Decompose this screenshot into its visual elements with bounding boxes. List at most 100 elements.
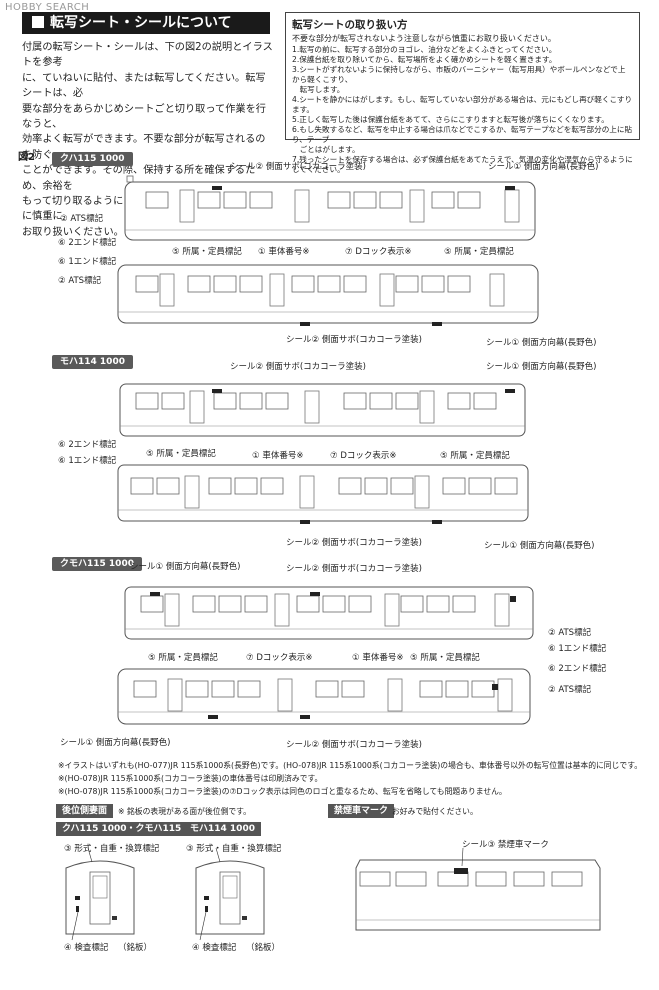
care-intro: 不要な部分が転写されないよう注意しながら慎重にお取り扱いください。: [292, 34, 556, 43]
kuha-label-owner-right: ⑤ 所属・定員標記: [444, 247, 514, 257]
care-step: 転写します。: [292, 84, 345, 94]
car-window: [445, 680, 469, 698]
door: [274, 593, 290, 627]
care-step: 5.正しく転写した後は保護台紙をあてて、さらにこすりますと転写後が落ちにくくなり…: [292, 114, 609, 124]
intro-line: 要な部分をあらかじめシートごと切り取って作業を行なうと、: [22, 103, 266, 131]
car-window: [457, 191, 481, 209]
car-window: [338, 477, 362, 495]
car-window: [135, 392, 159, 410]
care-step: 7.残ったシートを保存する場合は、必ず保護台紙をあてたうえで、気温の変化や湿気か…: [292, 154, 633, 174]
kuha-label-dest-bottom: シール① 側面方向幕(長野色): [486, 338, 597, 348]
car-window: [223, 191, 247, 209]
car-window: [400, 595, 424, 613]
car-window: [197, 191, 221, 209]
door: [387, 678, 403, 712]
care-step: 2.保護台紙を取り除いてから、転写場所をよく確かめシートを軽く置きます。: [292, 54, 557, 64]
car-window: [213, 392, 237, 410]
moha-label-dest-top: シール① 側面方向幕(長野色): [486, 362, 597, 372]
car-window: [452, 595, 476, 613]
section-title-text: 転写シート・シールについて: [50, 15, 232, 31]
kumoha-label-carno: ① 車体番号※: [352, 653, 404, 663]
car-window: [379, 191, 403, 209]
kuha-label-dcock: ⑦ Dコック表示※: [345, 247, 412, 257]
kumoha-label-dest-bottom: シール① 側面方向幕(長野色): [60, 738, 171, 748]
car-window: [447, 392, 471, 410]
door: [189, 390, 205, 424]
rear-a-label-insp: ④ 検査標記: [64, 943, 109, 953]
care-step: 1.転写の前に、転写する部分のヨゴレ、油分などをよくふきとってください。: [292, 44, 557, 54]
door: [414, 475, 430, 509]
kuha-label-sabo-top: シール② 側面サボ(コカコーラ塗装): [230, 162, 366, 172]
note-line: ※(HO-078)JR 115系1000系(コカコーラ塗装)の⑦Dコック表示は同…: [58, 787, 507, 796]
decal-mark: [492, 684, 498, 690]
car-window: [419, 680, 443, 698]
car-window: [315, 680, 339, 698]
kuha-label-end2: ⑥ 2エンド標記: [58, 238, 117, 248]
car-window: [239, 275, 263, 293]
kuha-label-end1: ⑥ 1エンド標記: [58, 257, 117, 267]
rear-title-note: ※ 銘板の表現がある面が後位側です。: [118, 807, 251, 816]
car-window: [343, 275, 367, 293]
car-window: [213, 275, 237, 293]
car-window: [239, 392, 263, 410]
kumoha-label-owner-right: ⑤ 所属・定員標記: [410, 653, 480, 663]
car-window: [341, 680, 365, 698]
car-window: [395, 392, 419, 410]
kuha-label-ats2: ② ATS標記: [58, 276, 102, 286]
square-bullet-icon: [32, 16, 44, 28]
door: [277, 678, 293, 712]
decal-mark: [505, 389, 515, 393]
rear-b-label-insp: ④ 検査標記: [192, 943, 237, 953]
care-steps: 1.転写の前に、転写する部分のヨゴレ、油分などをよくふきとってください。 2.保…: [292, 45, 633, 175]
car-window: [353, 191, 377, 209]
car-window: [327, 191, 351, 209]
kumoha-label-owner: ⑤ 所属・定員標記: [148, 653, 218, 663]
car-window: [348, 595, 372, 613]
kumoha-label-end2: ⑥ 2エンド標記: [548, 664, 607, 674]
car-window: [468, 477, 492, 495]
car-window: [140, 595, 164, 613]
moha-label-dcock: ⑦ Dコック表示※: [330, 451, 397, 461]
car-tag-kumoha: クモハ115 1000: [52, 557, 142, 571]
door: [184, 475, 200, 509]
nosmoke-title: 禁煙車マーク: [328, 804, 395, 818]
moha-label-end1: ⑥ 1エンド標記: [58, 456, 117, 466]
decal-mark: [432, 322, 442, 326]
section-title: 転写シート・シールについて: [22, 12, 270, 34]
car-window: [291, 275, 315, 293]
nosmoke-note: お好みで貼付ください。: [392, 807, 478, 816]
kuha-label-dest-top: シール① 側面方向幕(長野色): [488, 162, 599, 172]
intro-line: 効率よく転写ができます。不要な部分が転写されるのを防ぐ: [22, 134, 266, 161]
car-window: [192, 595, 216, 613]
car-window: [431, 191, 455, 209]
rear-a-label-plate: （銘板）: [118, 943, 153, 953]
kumoha-label-dest-top: シール① 側面方向幕(長野色): [130, 562, 241, 572]
door: [497, 678, 513, 712]
door: [164, 593, 180, 627]
moha-label-dest-bottom: シール① 側面方向幕(長野色): [484, 541, 595, 551]
door: [409, 189, 425, 223]
decal-mark: [208, 715, 218, 719]
kuha-label-sabo-bottom: シール② 側面サボ(コカコーラ塗装): [286, 335, 422, 345]
car-window: [369, 392, 393, 410]
rear-title: 後位側妻面: [56, 804, 114, 818]
intro-line: に、ていねいに貼付、または転写してください。転写シートは、必: [22, 72, 266, 100]
nosmoke-label: シール③ 禁煙車マーク: [462, 840, 549, 850]
car-window: [473, 392, 497, 410]
moha-label-sabo-top: シール② 側面サボ(コカコーラ塗装): [230, 362, 366, 372]
rear-end-b: [195, 847, 265, 941]
care-step: 4.シートを静かにはがします。もし、転写していない部分がある場合は、元にもどし再…: [292, 94, 633, 114]
decal-mark: [212, 186, 222, 190]
car-tag-kuha: クハ115 1000: [52, 152, 133, 166]
car-window: [494, 477, 518, 495]
car-window: [442, 477, 466, 495]
door: [489, 273, 505, 307]
care-title: 転写シートの取り扱い方: [292, 19, 408, 31]
door: [419, 390, 435, 424]
door: [294, 189, 310, 223]
car-window: [322, 595, 346, 613]
rear-end-a: [65, 847, 135, 941]
care-step: 6.もし失敗するなど、転写を中止する場合は爪などでこするか、転写テープなどを転写…: [292, 124, 633, 144]
intro-line: 付属の転写シート・シールは、下の図2の説明とイラストを参考: [22, 42, 273, 69]
door: [299, 475, 315, 509]
